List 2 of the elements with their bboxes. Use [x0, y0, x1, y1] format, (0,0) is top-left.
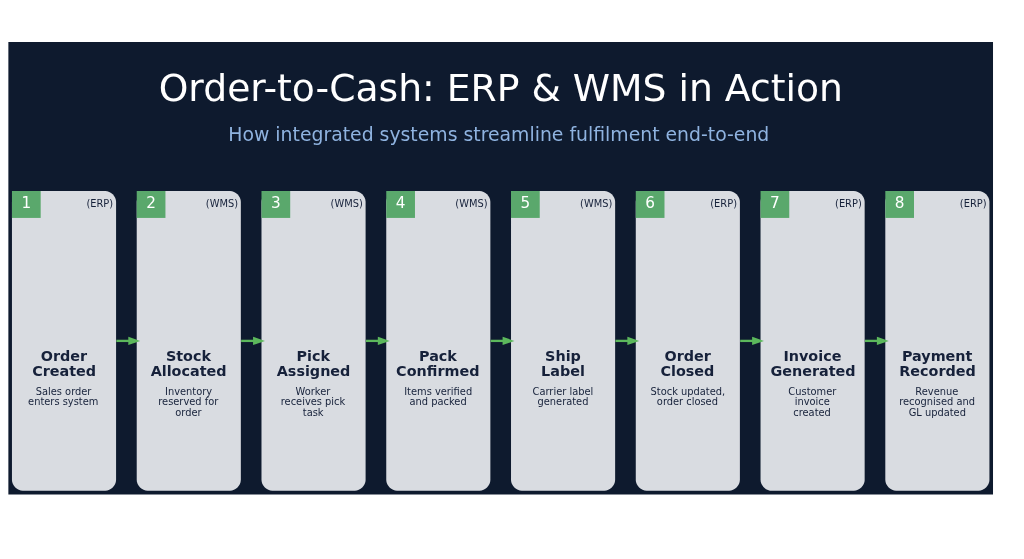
caption: How integrated systems streamline fulfilment end-to-end [228, 123, 770, 145]
diagram-title: Order-to-Cash: ERP & WMS in Action [158, 65, 843, 110]
